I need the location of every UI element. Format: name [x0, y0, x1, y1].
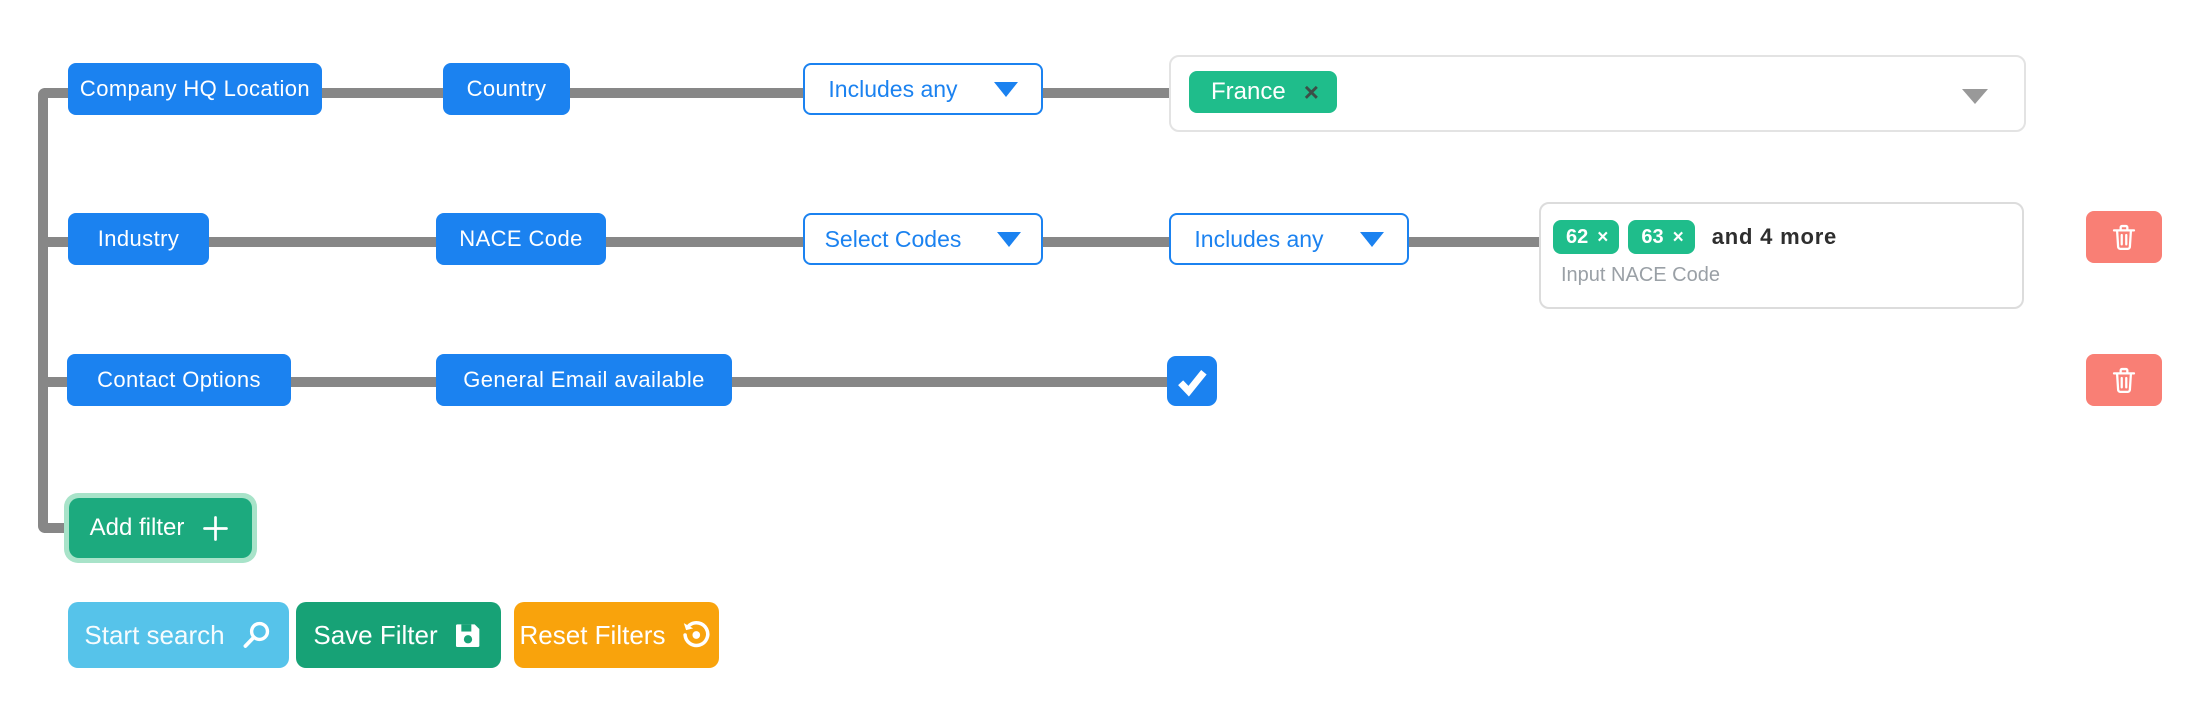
- delete-filter-button-row3[interactable]: [2086, 354, 2162, 406]
- add-filter-connector-line: [44, 523, 76, 533]
- filter-chip-country[interactable]: Country: [443, 63, 570, 115]
- more-tags-count: and 4 more: [1711, 224, 1838, 249]
- trash-icon: [2112, 367, 2136, 394]
- checkmark-icon: [1178, 370, 1207, 397]
- trash-icon: [2112, 224, 2136, 251]
- operator-select-row2[interactable]: Includes any: [1169, 213, 1409, 265]
- remove-tag-icon[interactable]: ×: [1303, 77, 1319, 107]
- chip-label: NACE Code: [459, 226, 583, 251]
- value-tag-63: 63 ×: [1628, 220, 1695, 254]
- reset-icon: [683, 621, 710, 648]
- filter-chip-contact-options[interactable]: Contact Options: [67, 354, 291, 406]
- nace-code-input[interactable]: 62 × 63 × and 4 more Input NACE Code: [1539, 202, 2024, 309]
- chip-label: Company HQ Location: [79, 76, 311, 101]
- chip-label: Country: [466, 76, 547, 101]
- save-icon: [455, 624, 479, 647]
- chip-label: Industry: [97, 226, 180, 251]
- search-icon: [243, 621, 269, 648]
- filter-chip-nace-code[interactable]: NACE Code: [436, 213, 606, 265]
- remove-tag-icon[interactable]: ×: [1672, 226, 1684, 248]
- chevron-down-icon: [997, 231, 1022, 247]
- button-label: Save Filter: [313, 619, 438, 650]
- value-tag-62: 62 ×: [1553, 220, 1620, 254]
- nace-tags-row: 62 × 63 × and 4 more: [1553, 220, 1837, 254]
- start-search-button[interactable]: Start search: [68, 602, 289, 668]
- chip-label: General Email available: [463, 367, 705, 392]
- general-email-checkbox[interactable]: [1167, 356, 1217, 406]
- chevron-down-icon: [1359, 231, 1384, 247]
- tag-label: 63: [1641, 225, 1664, 248]
- add-filter-label: Add filter: [89, 514, 185, 541]
- select-label: Select Codes: [824, 225, 962, 252]
- add-filter-button-face: Add filter: [69, 498, 252, 558]
- filter-chip-company-hq-location[interactable]: Company HQ Location: [68, 63, 322, 115]
- select-label: Includes any: [828, 75, 958, 102]
- row1-connector-line: [44, 88, 1176, 98]
- chip-label: Contact Options: [97, 367, 261, 392]
- select-label: Includes any: [1194, 225, 1324, 252]
- row2-connector-line: [44, 237, 1548, 247]
- button-label: Reset Filters: [519, 619, 666, 650]
- operator-select-row1[interactable]: Includes any: [803, 63, 1043, 115]
- filter-chip-industry[interactable]: Industry: [68, 213, 209, 265]
- remove-tag-icon[interactable]: ×: [1597, 226, 1609, 248]
- tag-label: 62: [1566, 225, 1589, 248]
- chevron-down-icon[interactable]: [1962, 89, 1988, 104]
- nace-input-placeholder: Input NACE Code: [1561, 264, 1720, 286]
- delete-filter-button-row2[interactable]: [2086, 211, 2162, 263]
- plus-icon: [203, 515, 229, 541]
- tree-trunk-line: [38, 88, 48, 533]
- reset-filters-button[interactable]: Reset Filters: [514, 602, 719, 668]
- save-filter-button[interactable]: Save Filter: [296, 602, 501, 668]
- value-tag-france: France ×: [1189, 71, 1337, 113]
- select-codes-dropdown[interactable]: Select Codes: [803, 213, 1043, 265]
- chevron-down-icon: [993, 81, 1018, 97]
- filter-chip-general-email-available[interactable]: General Email available: [436, 354, 732, 406]
- tag-label: France: [1211, 78, 1286, 105]
- add-filter-button[interactable]: Add filter: [64, 493, 257, 563]
- country-value-input[interactable]: France ×: [1169, 55, 2026, 132]
- button-label: Start search: [84, 619, 225, 650]
